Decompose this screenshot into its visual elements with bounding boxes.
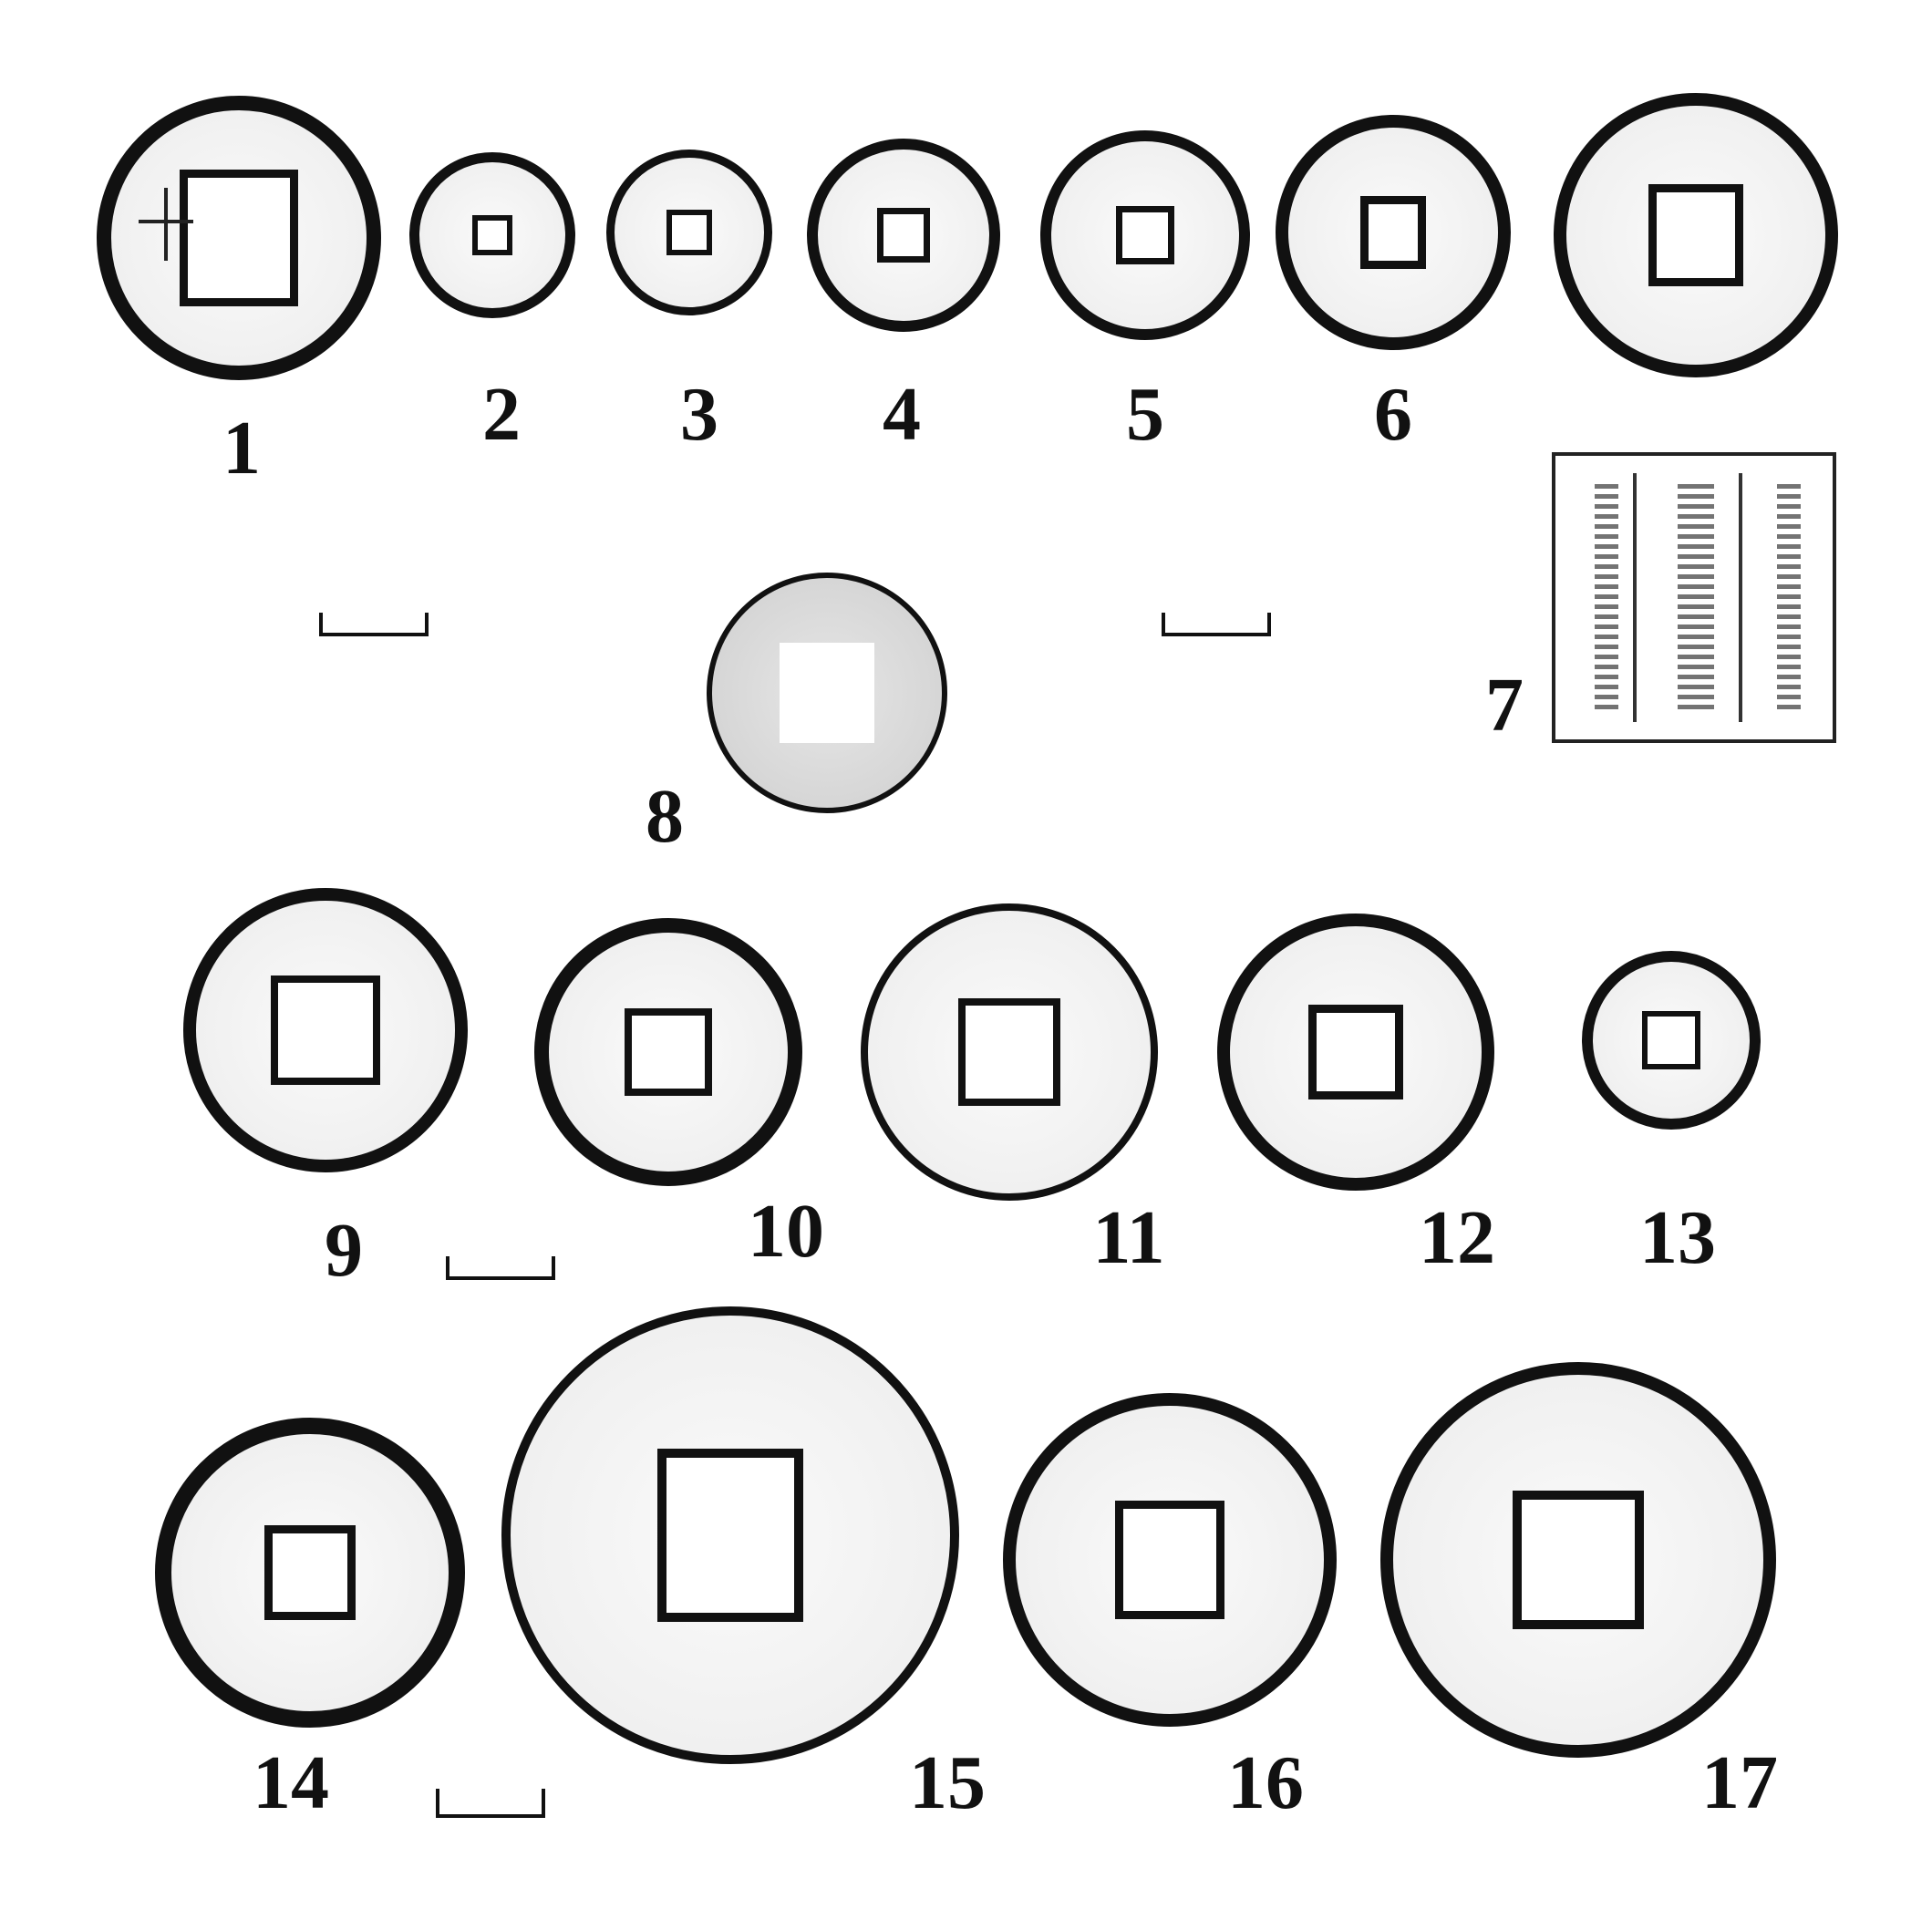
scale-bar: [1162, 613, 1271, 636]
square-hole: [271, 975, 380, 1085]
coin-label-14: 14: [253, 1740, 329, 1825]
divider-line: [1633, 472, 1638, 723]
coin-label-11: 11: [1092, 1195, 1165, 1280]
coin-7-edge-rubbing: [1552, 452, 1836, 743]
coin-5: [1040, 130, 1250, 340]
coin-label-7: 7: [1485, 663, 1524, 748]
square-hole: [625, 1008, 712, 1096]
coin-11: [861, 903, 1158, 1201]
coin-12: [1217, 914, 1494, 1191]
coin-label-8: 8: [646, 774, 684, 859]
square-hole: [1642, 1011, 1700, 1069]
divider-line: [1738, 472, 1742, 723]
square-hole: [1648, 184, 1743, 286]
square-hole: [666, 210, 712, 255]
square-hole: [1115, 1501, 1224, 1619]
square-hole: [958, 998, 1060, 1106]
coin-6: [1276, 115, 1511, 350]
coin-label-6: 6: [1374, 372, 1412, 457]
square-hole: [1116, 206, 1174, 264]
coin-4: [807, 139, 1000, 332]
coin-label-15: 15: [909, 1740, 986, 1825]
coin-7-obverse: [1554, 93, 1838, 377]
coin-label-1: 1: [222, 406, 261, 490]
coin-label-2: 2: [482, 372, 521, 457]
square-hole: [1360, 196, 1426, 269]
coin-16: [1003, 1393, 1337, 1727]
square-hole: [1513, 1491, 1644, 1629]
square-hole: [180, 170, 298, 306]
coin-10: [534, 918, 802, 1186]
coin-15: [501, 1306, 959, 1764]
square-hole: [472, 215, 512, 255]
coin-label-10: 10: [748, 1189, 824, 1274]
edge-inscription: [1777, 484, 1802, 711]
square-hole: [1308, 1005, 1403, 1099]
coin-label-17: 17: [1701, 1740, 1778, 1825]
coin-label-5: 5: [1126, 372, 1164, 457]
coin-inscription: [164, 188, 168, 261]
edge-inscription: [1594, 484, 1618, 711]
coin-label-13: 13: [1639, 1195, 1716, 1280]
coin-8: [707, 573, 947, 813]
coin-1: [97, 96, 381, 380]
coin-label-3: 3: [680, 372, 718, 457]
coin-13: [1582, 951, 1761, 1130]
coin-9: [183, 888, 468, 1172]
coin-label-12: 12: [1419, 1195, 1495, 1280]
square-hole: [780, 643, 874, 743]
edge-inscription: [1677, 484, 1714, 711]
scale-bar: [319, 613, 429, 636]
square-hole: [264, 1525, 356, 1620]
coin-14: [155, 1418, 465, 1728]
scale-bar: [436, 1789, 545, 1818]
coin-label-4: 4: [883, 372, 921, 457]
square-hole: [657, 1449, 803, 1622]
coin-3: [606, 150, 772, 315]
square-hole: [877, 208, 930, 263]
coin-label-9: 9: [325, 1208, 363, 1293]
coin-2: [409, 152, 575, 318]
scale-bar: [446, 1256, 555, 1280]
coin-17: [1380, 1362, 1776, 1758]
coin-label-16: 16: [1227, 1740, 1304, 1825]
